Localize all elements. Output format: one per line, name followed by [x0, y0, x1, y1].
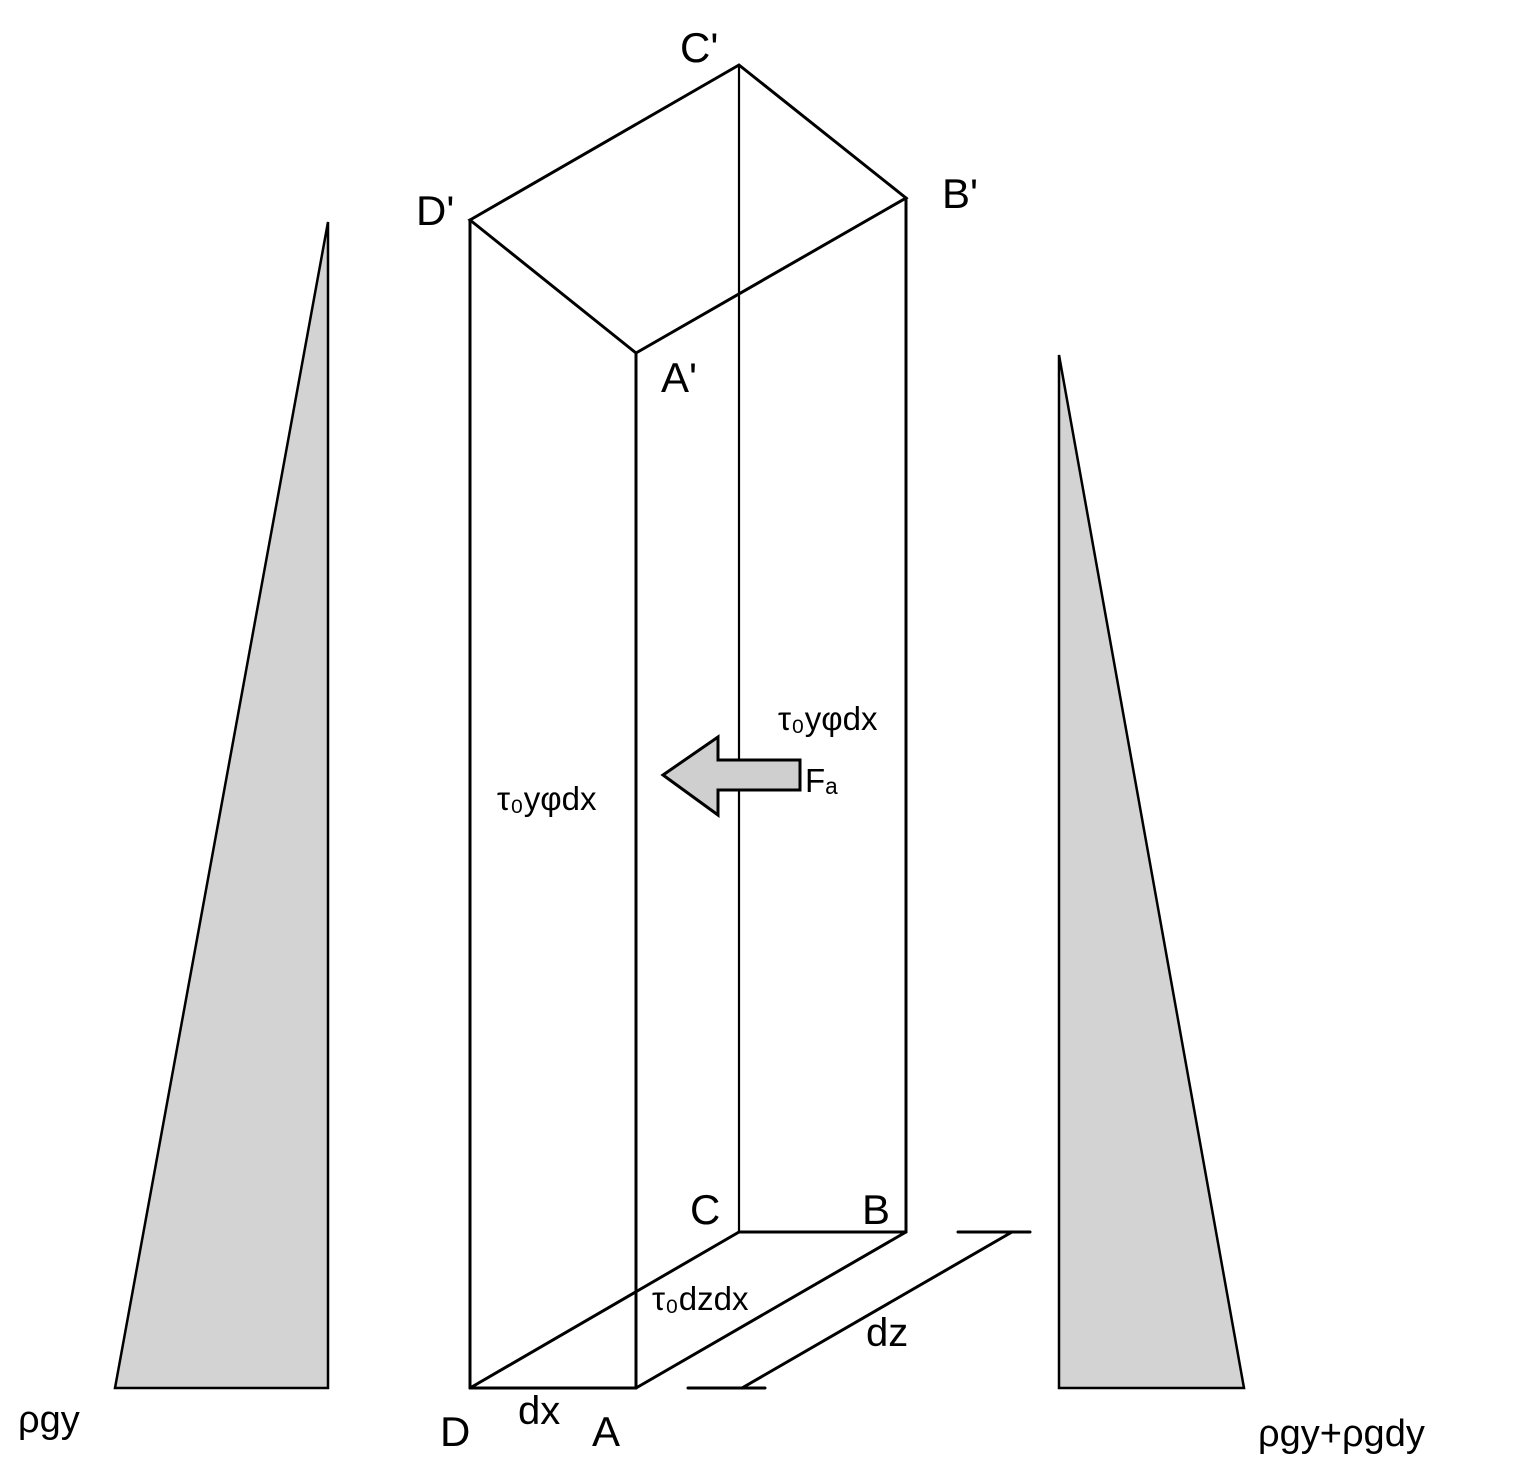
shear-label-bottom: τ₀dzdx: [652, 1280, 749, 1317]
vertex-label-b: B: [862, 1186, 890, 1233]
vertex-label-c-prime: C': [680, 24, 718, 71]
edge-a-b: [634, 1230, 908, 1390]
vertex-label-d-prime: D': [416, 187, 454, 234]
left-pressure-wedge: [113, 221, 330, 1390]
vertex-label-a-prime: A': [661, 354, 697, 401]
shear-label-right-side: τ₀yφdx: [778, 700, 878, 737]
right-pressure-wedge: [1057, 354, 1246, 1390]
shear-label-left-side: τ₀yφdx: [497, 780, 597, 817]
force-arrow-fa: [660, 734, 802, 818]
dz-dimension-line: [740, 1230, 1014, 1390]
vertex-label-c: C: [690, 1186, 720, 1233]
force-label-fa: Fₐ: [805, 762, 838, 799]
edge-d-c: [468, 1230, 741, 1390]
dx-label: dx: [518, 1389, 560, 1433]
dz-label: dz: [866, 1311, 908, 1355]
box-top-face: [467, 63, 909, 355]
vertex-label-a: A: [592, 1408, 620, 1455]
pressure-label-left: ρgy: [18, 1399, 80, 1441]
vertex-label-d: D: [440, 1408, 470, 1455]
vertex-label-b-prime: B': [942, 170, 978, 217]
pressure-label-right: ρgy+ρgdy: [1258, 1413, 1425, 1455]
